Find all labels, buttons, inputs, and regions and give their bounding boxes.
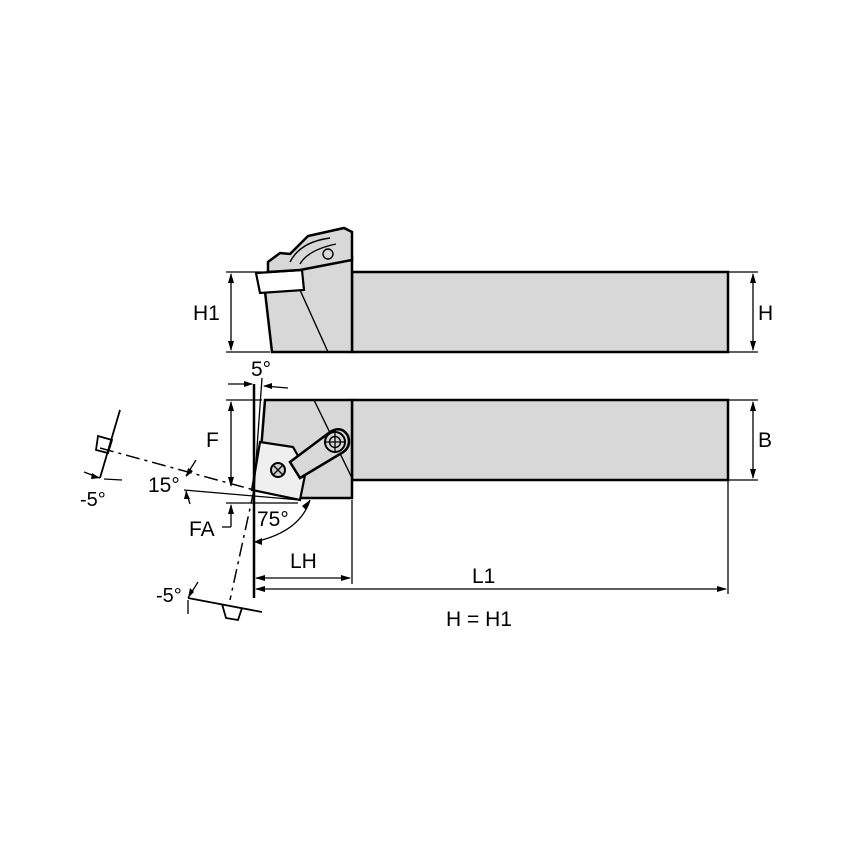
side-view-clamp bbox=[266, 226, 354, 274]
dimension-lh: LH bbox=[255, 500, 353, 584]
side-view-insert bbox=[254, 268, 306, 295]
dimension-b: B bbox=[728, 399, 772, 481]
top-view bbox=[250, 398, 730, 502]
label-15-deg: 15° bbox=[148, 474, 180, 497]
label-fa: FA bbox=[189, 518, 215, 541]
angle-5-top: 5° bbox=[228, 358, 289, 389]
note-h-equals-h1: H = H1 bbox=[446, 608, 512, 631]
label-minus5-upper: -5° bbox=[80, 489, 106, 511]
dimension-fa: FA bbox=[189, 502, 298, 541]
angle-75: 75° bbox=[253, 499, 311, 545]
insert-symbol-upper: -5° bbox=[80, 409, 123, 511]
insert-symbol-lower: -5° bbox=[156, 581, 263, 622]
dimension-f: F bbox=[206, 399, 262, 487]
label-minus5-lower: -5° bbox=[156, 585, 182, 607]
label-b: B bbox=[758, 429, 772, 452]
top-view-shank bbox=[350, 398, 730, 482]
dimension-h1: H1 bbox=[193, 271, 270, 353]
label-h1: H1 bbox=[193, 302, 220, 325]
label-lh: LH bbox=[290, 550, 317, 573]
dimension-h: H bbox=[728, 271, 773, 353]
label-h: H bbox=[758, 302, 773, 325]
dimension-l1: L1 bbox=[255, 480, 729, 594]
angle-15: 15° bbox=[148, 459, 197, 505]
side-view-shank bbox=[350, 270, 730, 354]
label-75-deg: 75° bbox=[257, 508, 289, 531]
label-f: F bbox=[206, 429, 219, 452]
label-5-deg: 5° bbox=[251, 358, 271, 381]
label-l1: L1 bbox=[472, 565, 495, 588]
side-view bbox=[254, 226, 730, 354]
